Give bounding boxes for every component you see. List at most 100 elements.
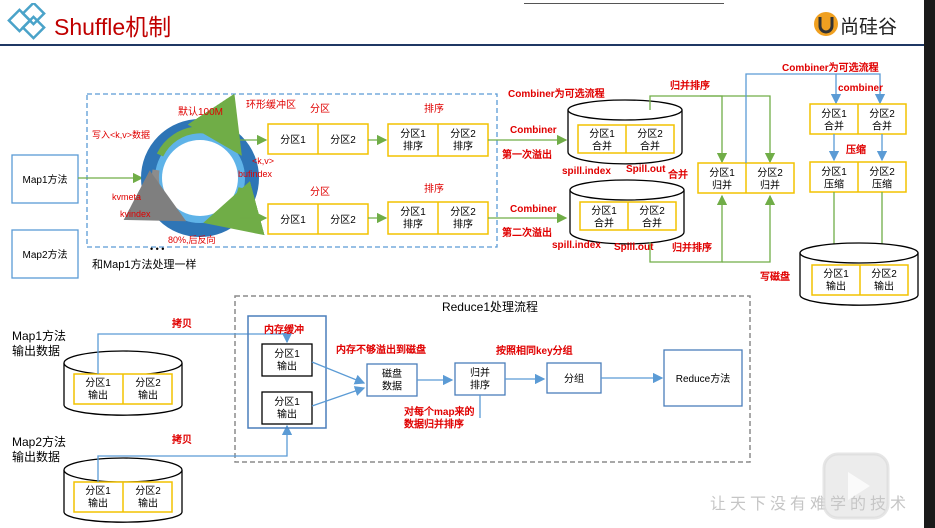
compress-label: 压缩 [846, 143, 866, 156]
write-disk-label: 写磁盘 [760, 270, 790, 283]
memory-buffer-label: 内存缓冲 [264, 323, 304, 336]
play-icon[interactable] [822, 452, 890, 520]
reduce-dashed-region [234, 295, 751, 463]
partition-row2: 分区1 分区2 [267, 203, 369, 235]
reduce-title: Reduce1处理流程 [442, 299, 538, 314]
map1-output-label: Map1方法输出数据 [12, 328, 66, 358]
spill2-to-merge-line-b [722, 194, 776, 263]
kvmeta-label: kvmeta [112, 192, 141, 202]
map1-method-label: Map1方法 [22, 173, 67, 186]
right-edge-band [924, 0, 935, 528]
kv-label: <k,v> [252, 156, 274, 166]
partition-label-1: 分区 [310, 103, 330, 115]
spill-index-label-1: spill.index [562, 166, 611, 177]
spill-index-label-2: spill.index [552, 240, 601, 251]
default-100m-label: 默认100M [178, 105, 223, 118]
spill-out-label-2: Spill.out [614, 242, 654, 253]
row1-p2: 分区2 [330, 134, 356, 146]
spill1-to-merge-line-a [649, 95, 728, 164]
row2-p2: 分区2 [330, 214, 356, 226]
row2-p1: 分区1 [280, 214, 306, 226]
pct80-label: 80%,后反向 [168, 234, 216, 245]
partition-row1: 分区1 分区2 [267, 123, 369, 155]
map-side-dashed-region [86, 93, 498, 248]
map2-method-label: Map2方法 [22, 248, 67, 261]
bufindex-label: bufindex [238, 169, 273, 179]
header-thin-line [524, 3, 724, 4]
sort-label-2: 排序 [424, 182, 444, 195]
copy2-line [97, 424, 293, 482]
mem-b-to-disk-arrow [311, 386, 366, 407]
copy-label-2: 拷贝 [172, 433, 192, 446]
combiner-optional-label-b: Combiner为可选流程 [782, 61, 879, 74]
group-by-key-label: 按照相同key分组 [496, 344, 573, 357]
row1-p1: 分区1 [280, 134, 306, 146]
combiner-right-label: combiner [838, 83, 883, 94]
reduce-method-label: Reduce方法 [676, 372, 730, 385]
mem-overflow-label: 内存不够溢出到磁盘 [336, 343, 426, 356]
title-bar: Shuffle机制 尚硅谷 [0, 0, 935, 44]
map1-method-box: Map1方法 [11, 154, 79, 204]
combiner-label-1: Combiner [510, 125, 557, 136]
map2-method-box: Map2方法 [11, 229, 79, 279]
merge-sort-label: 归并排序 [470, 366, 490, 392]
merge-label: 合并 [667, 168, 688, 181]
logo-icon [7, 3, 46, 40]
group-box: 分组 [546, 362, 602, 394]
copy1-line [97, 332, 293, 374]
to-combiner-line-a [745, 73, 842, 163]
copy-label-1: 拷贝 [172, 317, 192, 330]
mem-a-to-disk-arrow [311, 361, 366, 385]
watermark: 让天下没有难学的技术 [710, 494, 911, 513]
memory-buffer-box [247, 315, 327, 429]
ring-buffer [123, 93, 265, 237]
sort-label-1: 排序 [424, 102, 444, 115]
merge-sort-box: 归并排序 [454, 362, 506, 396]
spill1-to-merge-line-b [700, 95, 776, 164]
write-kv-label: 写入<k,v>数据 [92, 129, 150, 140]
brand-logo-icon [814, 12, 838, 36]
brand-name: 尚硅谷 [840, 16, 898, 38]
ring-buffer-label: 环形缓冲区 [246, 98, 296, 111]
dots-label: • • • [150, 244, 164, 254]
merge-sort-bottom-label: 归并排序 [672, 241, 712, 254]
kvindex-label: kvindex [120, 209, 151, 219]
spill1-label: 第一次溢出 [502, 148, 552, 161]
merge-sort-top-label: 归并排序 [670, 79, 710, 92]
spill2-label: 第二次溢出 [502, 226, 552, 239]
group-label: 分组 [564, 372, 584, 385]
disk-data-box: 磁盘数据 [366, 363, 418, 397]
